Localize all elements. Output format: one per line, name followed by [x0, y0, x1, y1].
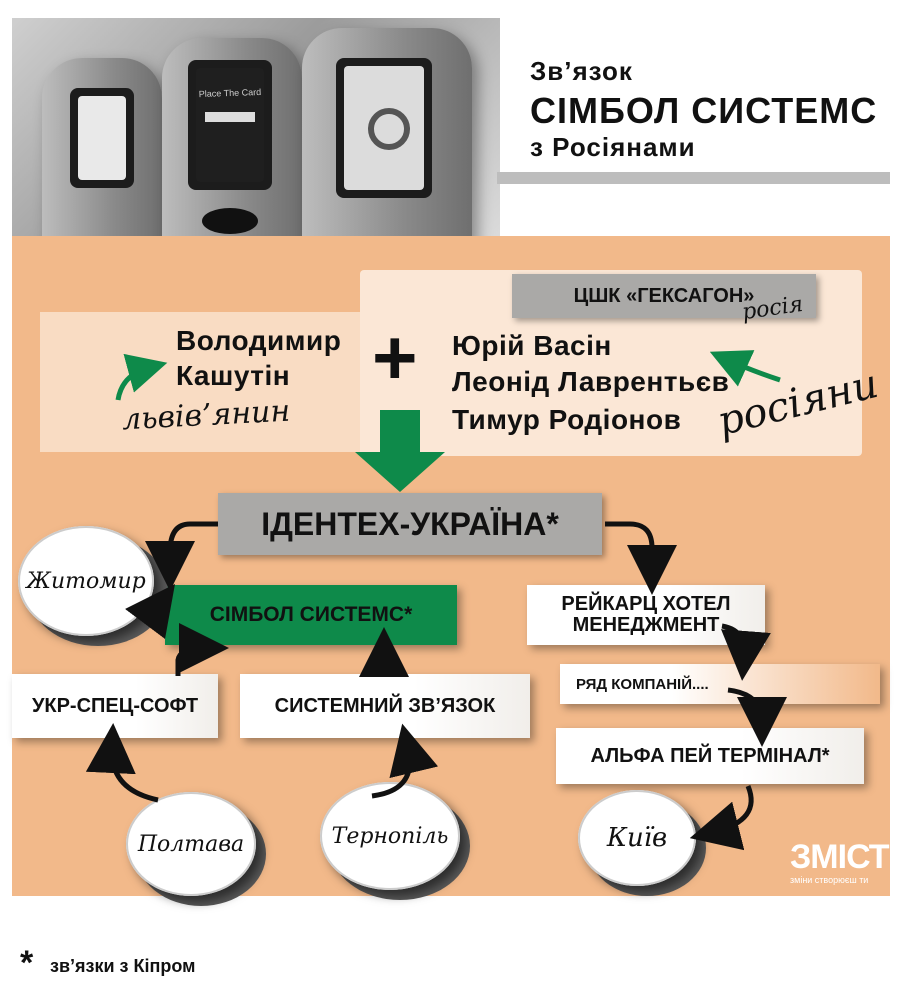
- reykarts-box: РЕЙКАРЦ ХОТЕЛ МЕНЕДЖМЕНТ: [527, 585, 765, 645]
- title-main: СІМБОЛ СИСТЕМС: [530, 90, 878, 131]
- city-ternopil: Тернопіль: [320, 782, 460, 890]
- person-kashutin-first: Володимир: [176, 325, 342, 356]
- ryad-to-alfa-arrow: [727, 687, 787, 747]
- person-kashutin-last: Кашутін: [176, 360, 291, 391]
- title-line1: Зв’язок: [530, 56, 633, 86]
- title-line3: з Росіянами: [530, 132, 696, 162]
- city-poltava: Полтава: [126, 792, 256, 896]
- poltava-to-ukrspec-arrow: [85, 723, 159, 803]
- ukr-spec-soft-box: УКР-СПЕЦ-СОФТ: [12, 674, 218, 738]
- identex-box: ІДЕНТЕХ-УКРАЇНА*: [218, 493, 602, 555]
- ukrspec-to-simbol-arrow: [175, 623, 229, 676]
- person-lavrentiev: Леонід Лаврентьєв: [452, 366, 730, 397]
- russians-green-arrow: [709, 350, 781, 387]
- systemnyi-zviazok-box: СИСТЕМНИЙ ЗВ’ЯЗОК: [240, 674, 530, 738]
- city-kyiv: Київ: [578, 790, 696, 886]
- ryad-kompaniy-box: РЯД КОМПАНІЙ....: [560, 664, 880, 704]
- footnote-text: зв’язки з Кіпром: [50, 956, 196, 976]
- green-down-arrow: [355, 410, 445, 492]
- reykarts-to-ryad-arrow: [720, 623, 771, 681]
- ternopil-to-systemnyi-arrow: [371, 723, 439, 799]
- lviv-green-arrow: [115, 353, 168, 401]
- left-note-panel: [40, 312, 370, 452]
- plus-sign: +: [372, 313, 418, 401]
- person-rodionov: Тимур Родіонов: [452, 404, 682, 435]
- alfa-pay-terminal-box: АЛЬФА ПЕЙ ТЕРМІНАЛ*: [556, 728, 864, 784]
- identex-right-arrow: [605, 521, 677, 595]
- hexagon-company-box: ЦШК «ГЕКСАГОН»: [512, 274, 816, 318]
- identex-left-arrow: [145, 521, 218, 591]
- title-underline: [497, 172, 890, 184]
- zmist-logo: ЗМІСТ зміни створюєш ти: [790, 838, 890, 885]
- alfa-to-kyiv-arrow: [689, 785, 754, 851]
- footnote-star: *: [20, 944, 34, 982]
- zhytomyr-to-simbol-arrow: [124, 584, 176, 640]
- person-vasin: Юрій Васін: [452, 330, 612, 361]
